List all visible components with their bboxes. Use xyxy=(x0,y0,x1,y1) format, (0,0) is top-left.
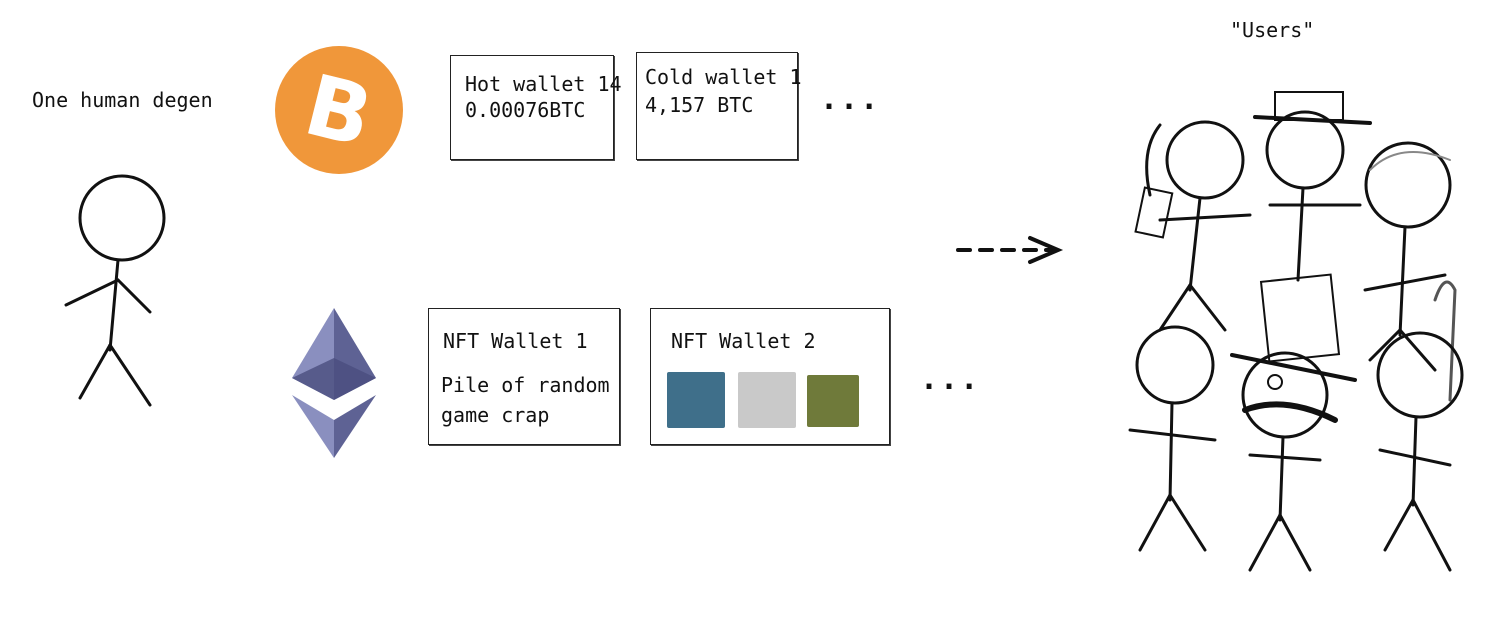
wallet-description-line2: game crap xyxy=(441,403,550,427)
wallet-name: Cold wallet 1 xyxy=(645,65,802,89)
ape-nft-image xyxy=(667,372,725,428)
hot-wallet-box: Hot wallet 14 0.00076BTC xyxy=(450,55,622,160)
dashed-arrow xyxy=(956,236,1064,264)
wallet-name: NFT Wallet 2 xyxy=(671,329,816,353)
cold-wallet-box: Cold wallet 1 4,157 BTC xyxy=(636,52,802,160)
more-btc-wallets: ... xyxy=(820,82,881,117)
ape-nft-image xyxy=(738,372,796,428)
wallet-balance: 0.00076BTC xyxy=(465,98,586,122)
human-label: One human degen xyxy=(32,88,213,112)
nft-wallet-2-box: NFT Wallet 2 xyxy=(650,308,890,445)
ethereum-icon xyxy=(292,308,376,458)
human-stick-figure xyxy=(64,174,166,407)
nft-wallet-1-box: NFT Wallet 1 Pile of random game crap xyxy=(428,308,620,445)
ape-nft-image xyxy=(807,375,859,427)
wallet-description-line1: Pile of random xyxy=(441,373,610,397)
bitcoin-icon: B xyxy=(275,46,403,174)
wallet-name: Hot wallet 14 xyxy=(465,72,622,96)
wallet-name: NFT Wallet 1 xyxy=(443,329,588,353)
users-group-figures xyxy=(1128,91,1464,572)
wallet-balance: 4,157 BTC xyxy=(645,93,754,117)
users-label: "Users" xyxy=(1230,18,1315,42)
more-nft-wallets: ... xyxy=(920,362,981,397)
